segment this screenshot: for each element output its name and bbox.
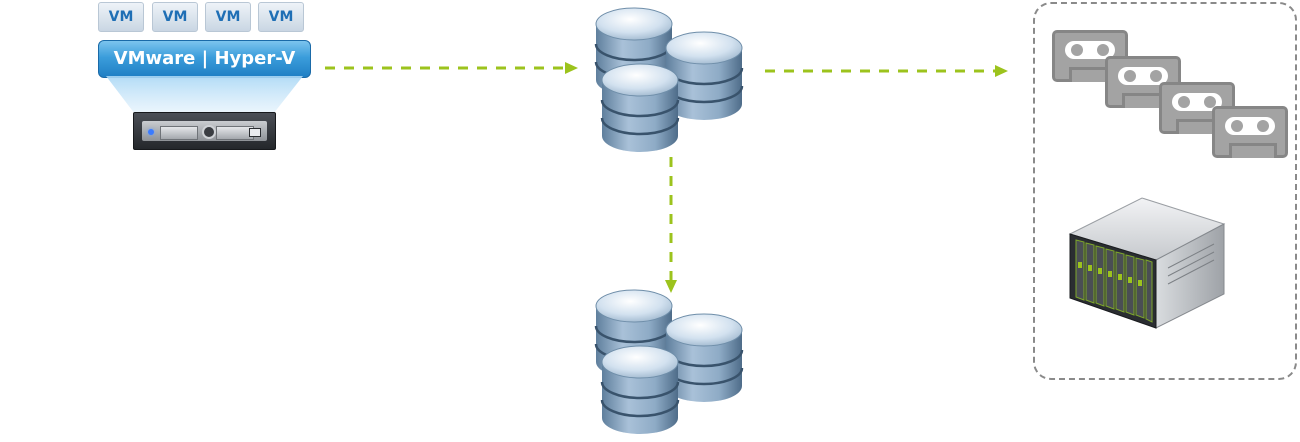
blade-chassis-icon: [1068, 197, 1226, 329]
hypervisor-label: VMware | Hyper-V: [98, 40, 311, 78]
database-cluster-icon: [594, 6, 744, 154]
vm-chip: VM: [258, 2, 304, 32]
vm-chip: VM: [205, 2, 251, 32]
rack-server-icon: [133, 112, 276, 150]
arrowhead-right: [995, 65, 1008, 77]
vm-chip: VM: [152, 2, 198, 32]
arrowhead-down: [665, 280, 677, 293]
vm-chip: VM: [98, 2, 144, 32]
arrowhead-right: [565, 62, 578, 74]
light-beam: [106, 76, 303, 118]
tape-cartridge-icon: [1212, 106, 1288, 158]
database-cluster-icon: [594, 288, 744, 436]
backup-target-group: [1033, 2, 1297, 380]
